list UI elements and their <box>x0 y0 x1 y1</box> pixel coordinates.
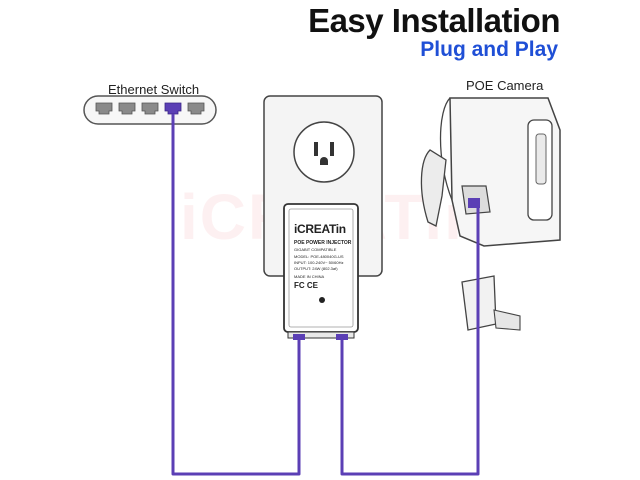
injector-brand: iCREATin <box>294 222 346 236</box>
cable-injector-to-camera <box>340 208 480 476</box>
ethernet-switch <box>83 95 217 125</box>
injector-made-in: MADE IN CHINA <box>294 274 325 279</box>
page-subtitle: Plug and Play <box>420 38 558 61</box>
injector-cert-marks: FC CE <box>294 281 318 290</box>
switch-active-port <box>164 102 182 115</box>
ethernet-cables <box>171 114 480 476</box>
poe-injector <box>283 203 359 340</box>
cable-switch-to-injector <box>171 114 301 476</box>
injector-model: MODEL: POE-480040G-US <box>294 254 344 259</box>
poe-camera-label: POE Camera <box>466 78 544 93</box>
injector-compat: GIGABIT COMPATIBLE <box>294 247 337 252</box>
ethernet-switch-label: Ethernet Switch <box>108 82 200 97</box>
injector-output: OUTPUT: 24W (802.3af) <box>294 266 338 271</box>
injector-product: POE POWER INJECTOR <box>294 240 352 246</box>
poe-camera <box>420 97 561 331</box>
page-title: Easy Installation <box>308 2 560 39</box>
injector-input: INPUT: 100-240V~ 50/60Hz <box>294 260 344 265</box>
